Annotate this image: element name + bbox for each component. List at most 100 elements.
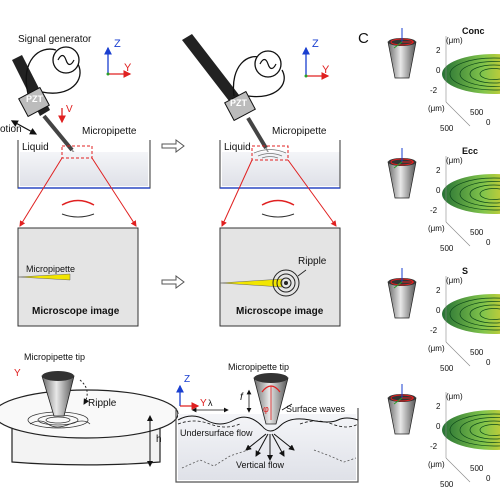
z-tick: 2 [436,286,441,295]
contour-line [479,188,500,200]
x-tick: 500 [470,108,484,117]
microscope-image-label-right: Microscope image [236,306,324,317]
pzt-label-left: PZT [26,94,43,104]
x-tick: 0 [486,474,491,483]
transition-arrows [161,139,185,289]
cable-left [25,48,57,95]
pzt-label-right: PZT [230,98,247,108]
x-axis-icon [393,281,403,289]
microscope-image-right [219,227,341,327]
axis-z-left: Z [114,38,121,50]
axis-y-right: Y [322,64,330,76]
axis-y-b: Y [200,398,207,409]
panel-c-letter: C [358,30,369,47]
z-tick: 2 [436,402,441,411]
contour-line [449,177,500,211]
contour-line [459,61,500,87]
z-tick: 0 [436,66,441,75]
axis-z-b: Z [184,374,191,385]
axis-z-right: Z [312,38,319,50]
x-axis-icon [393,397,403,405]
h-label: h [156,434,162,445]
z-tick: 2 [436,166,441,175]
axis-y-left: Y [124,62,132,74]
x-unit-label: (μm) [428,224,445,233]
y-tick: 500 [440,364,454,373]
pzt-box-right [224,90,256,122]
micropipette-label-right: Micropipette [272,126,327,137]
z-unit-label: (μm) [446,156,463,165]
plot-axis-line [445,221,471,247]
z-unit-label: (μm) [446,36,463,45]
liquid-label-left: Liquid [22,142,49,153]
contour-line [479,68,500,80]
x-tick: 500 [470,348,484,357]
contour-line [469,64,500,84]
panel-c-title: Conc [462,26,485,36]
y-tick: 500 [440,244,454,253]
z-tick: 0 [436,306,441,315]
plot-axis-line [445,101,471,127]
f-label: f [240,392,243,403]
x-unit-label: (μm) [428,460,445,469]
contour-line [479,424,500,436]
undersurface-flow-label: Undersurface flow [180,428,253,438]
ripple-label-b: Ripple [88,398,117,409]
x-unit-label: (μm) [428,104,445,113]
panel-a-left [10,46,151,327]
surface-waves-label: Surface waves [286,404,346,414]
z-tick: 0 [436,422,441,431]
plot-axis-line [445,457,471,483]
contour-line [469,304,500,324]
plot-axis-line [445,341,471,367]
micropipette-image-label: Micropipette [26,264,76,274]
z-tick: 2 [436,46,441,55]
z-unit-label: (μm) [446,392,463,401]
contour-line [459,417,500,443]
tip-label-left: Micropipette tip [24,352,86,362]
contour-line [479,308,500,320]
cone-icon [387,161,417,199]
cone-icon [387,281,417,319]
y-tick: 500 [440,480,454,489]
phi-label: φ [263,404,269,414]
liquid-left [20,152,148,186]
x-tick: 0 [486,118,491,127]
panel-b-right [175,373,359,483]
z-tick: -2 [430,206,438,215]
vertical-flow-label: Vertical flow [236,460,285,470]
contour-line [469,420,500,440]
signal-generator-label: Signal generator [18,34,92,45]
z-tick: -2 [430,326,438,335]
z-tick: -2 [430,86,438,95]
panel-c-title: Ecc [462,146,479,156]
x-axis-icon [393,41,403,49]
x-tick: 0 [486,238,491,247]
panel-b-left [0,371,179,467]
contour-line [459,181,500,207]
pipette-left [42,114,74,152]
cone-icon [387,397,417,435]
cone-icon [387,41,417,79]
contour-line [469,184,500,204]
pzt-box-left [18,86,50,118]
contour-line [459,301,500,327]
holder-bar-right [182,34,246,110]
panel-c-title: S [462,266,469,276]
x-tick: 500 [470,228,484,237]
x-tick: 0 [486,358,491,367]
panel-c [387,28,500,483]
z-tick: 0 [436,186,441,195]
contour-line [449,297,500,331]
panel-a-right [182,34,341,327]
v-label: V [66,104,73,115]
motion-label: otion [0,124,22,135]
lambda-label: λ [208,398,213,408]
surface-plot [442,410,500,450]
tip-label-right: Micropipette tip [228,362,290,372]
liquid-label-right: Liquid [224,142,251,153]
micropipette-label-left: Micropipette [82,126,137,137]
z-tick: -2 [430,442,438,451]
surface-plot [442,294,500,334]
surface-plot [442,174,500,214]
